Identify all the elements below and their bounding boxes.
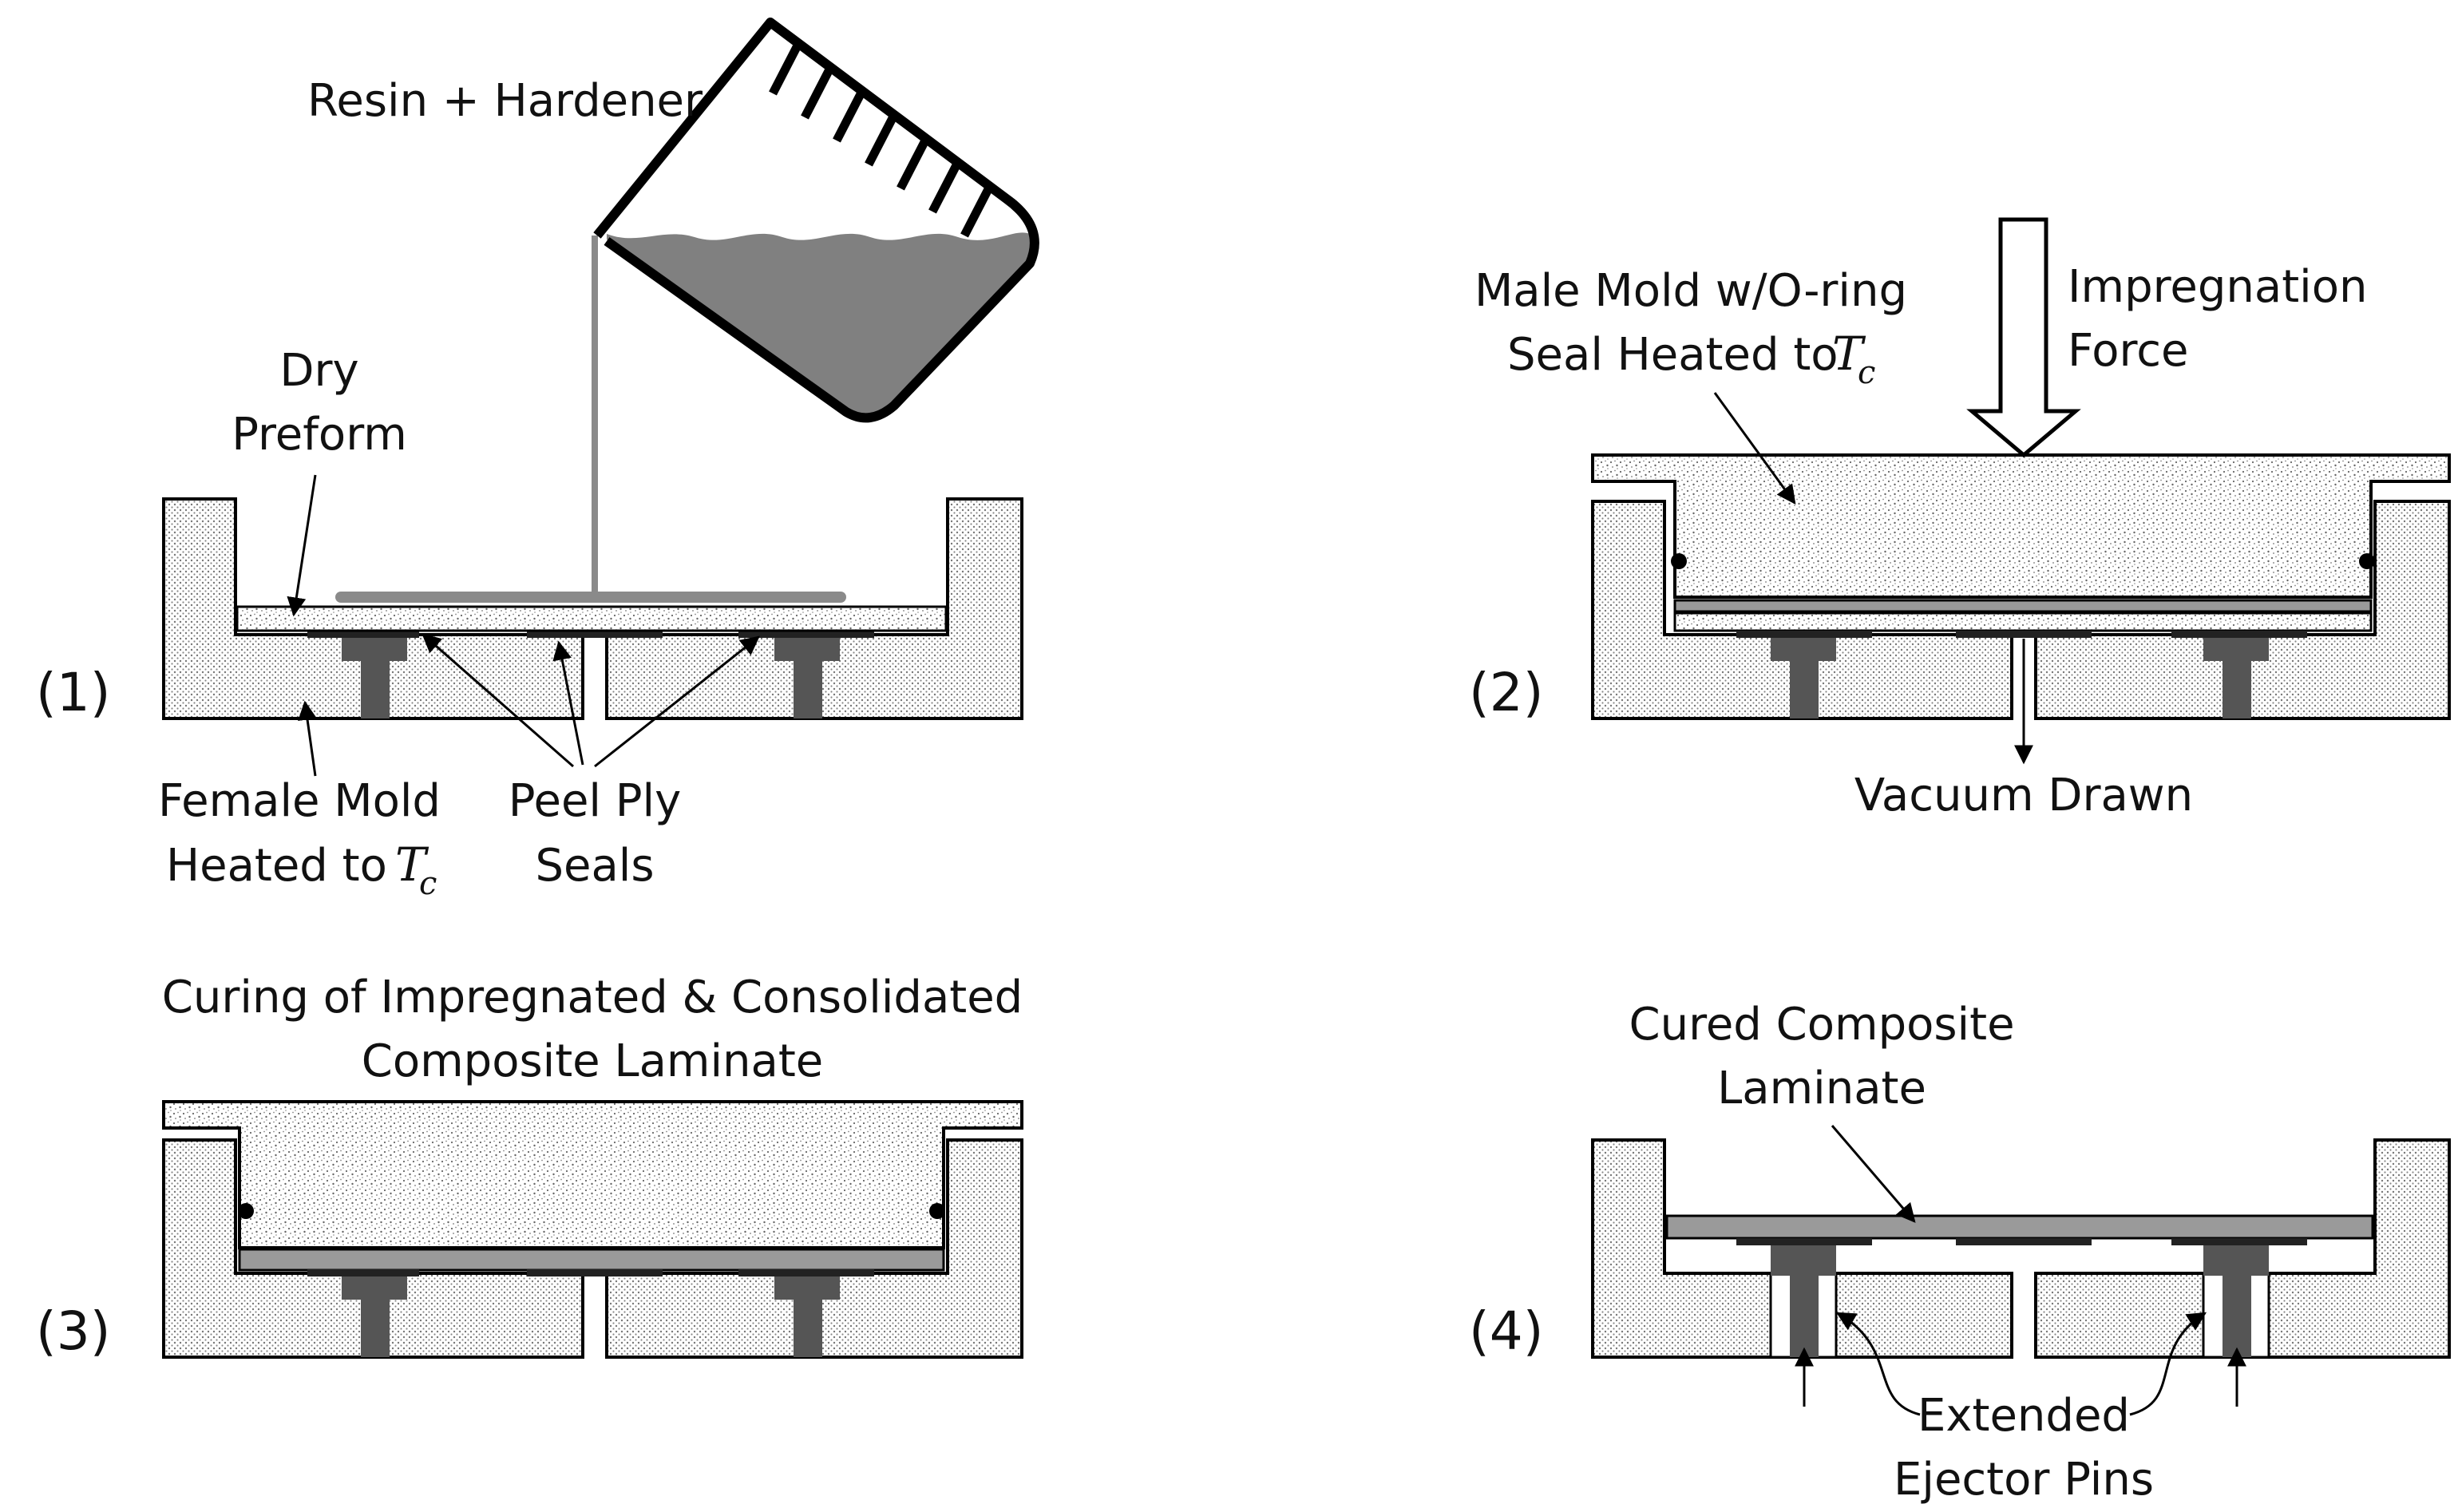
- panel-2: [1591, 217, 2451, 765]
- label-male-mold-tc: T: [1832, 327, 1866, 381]
- female-mold-left: [1591, 1138, 2013, 1359]
- label-peel-ply-1: Peel Ply: [509, 775, 682, 827]
- impregnation-force-arrow: [1966, 217, 2081, 458]
- resin-stream: [592, 236, 598, 599]
- peel-ply-seal: [307, 631, 419, 638]
- step-2: (2): [1469, 662, 1544, 723]
- peel-ply-seal: [527, 1269, 663, 1276]
- label-resin-hardener: Resin + Hardener: [307, 75, 703, 127]
- peel-ply-seal: [1736, 1238, 1872, 1245]
- peel-ply-seal: [1956, 631, 2092, 638]
- ejector-pin: [2203, 638, 2269, 718]
- extended-ejector-pin: [2203, 1245, 2269, 1357]
- o-ring: [2359, 553, 2375, 569]
- impregnated-preform: [1673, 612, 2373, 632]
- o-ring: [1671, 553, 1687, 569]
- leader-female-mold: [298, 700, 317, 777]
- peel-ply-seal: [2171, 631, 2307, 638]
- label-ejector-2: Ejector Pins: [1894, 1454, 2154, 1506]
- label-vacuum: Vacuum Drawn: [1854, 770, 2193, 821]
- label-female-mold-2: Heated to: [166, 840, 387, 892]
- leader-male-mold: [1713, 392, 1796, 505]
- female-mold-right: [2034, 1138, 2451, 1359]
- male-mold: [162, 1100, 1023, 1249]
- label-impregnation-1: Impregnation: [2068, 261, 2367, 313]
- cured-laminate: [1665, 1214, 2374, 1240]
- label-female-mold-tc: T: [395, 837, 429, 892]
- female-mold-right: [605, 497, 1023, 720]
- label-male-mold-1: Male Mold w/O-ring: [1474, 265, 1907, 317]
- peel-ply-seal: [738, 1269, 874, 1276]
- panel-1: [162, 236, 1023, 720]
- ejector-pin: [342, 1276, 407, 1357]
- panel-3: [162, 1100, 1023, 1359]
- label-impregnation-2: Force: [2068, 325, 2189, 377]
- female-mold-right: [2034, 500, 2451, 720]
- label-cured-1: Cured Composite: [1629, 999, 2014, 1051]
- beaker-graduations: [769, 42, 994, 238]
- ejector-pin: [1771, 638, 1836, 718]
- consolidated-laminate: [238, 1248, 945, 1272]
- label-female-mold-tc-sub: c: [419, 865, 437, 902]
- leader-ejector: [2129, 1312, 2207, 1416]
- peel-ply-seal: [2171, 1238, 2307, 1245]
- step-3: (3): [36, 1300, 111, 1362]
- ejector-pin: [774, 638, 840, 718]
- leader-ejector: [1835, 1312, 1921, 1416]
- label-ejector-1: Extended: [1918, 1390, 2130, 1442]
- label-peel-ply-2: Seals: [535, 840, 654, 892]
- label-dry-preform-1: Dry: [279, 345, 358, 397]
- peel-ply-seal: [527, 631, 663, 638]
- leader-cured: [1831, 1125, 1916, 1223]
- label-cured-2: Laminate: [1717, 1063, 1926, 1114]
- peel-ply-seal: [1736, 631, 1872, 638]
- leader-peel-ply: [552, 640, 584, 766]
- resin-beaker: [593, 18, 1039, 423]
- extended-ejector-pin: [1771, 1245, 1836, 1357]
- peel-ply-seal: [738, 631, 874, 638]
- dry-preform: [236, 605, 948, 632]
- peel-ply-seal: [307, 1269, 419, 1276]
- label-curing-2: Composite Laminate: [362, 1035, 824, 1087]
- female-mold-right: [605, 1138, 1023, 1359]
- peel-ply-seal: [1956, 1238, 2092, 1245]
- beaker-liquid: [607, 232, 1035, 418]
- label-female-mold-1: Female Mold: [158, 775, 441, 827]
- leader-peel-ply: [422, 633, 574, 768]
- leader-dry-preform: [287, 474, 317, 617]
- leader-peel-ply: [594, 635, 760, 768]
- male-mold: [1591, 453, 2451, 599]
- ejector-pin: [342, 638, 407, 718]
- label-curing-1: Curing of Impregnated & Consolidated: [162, 972, 1023, 1023]
- step-4: (4): [1469, 1300, 1544, 1362]
- resin-layer: [1673, 599, 2373, 613]
- label-dry-preform-2: Preform: [232, 409, 407, 461]
- panel-4: [1591, 1138, 2451, 1407]
- ejector-pin: [774, 1276, 840, 1357]
- resin-pool: [335, 592, 846, 603]
- beaker-outline: [593, 18, 1039, 423]
- o-ring: [929, 1203, 945, 1219]
- label-male-mold-tc-sub: c: [1858, 354, 1875, 391]
- o-ring: [238, 1203, 254, 1219]
- label-male-mold-2: Seal Heated to: [1507, 329, 1839, 381]
- step-1: (1): [36, 662, 111, 723]
